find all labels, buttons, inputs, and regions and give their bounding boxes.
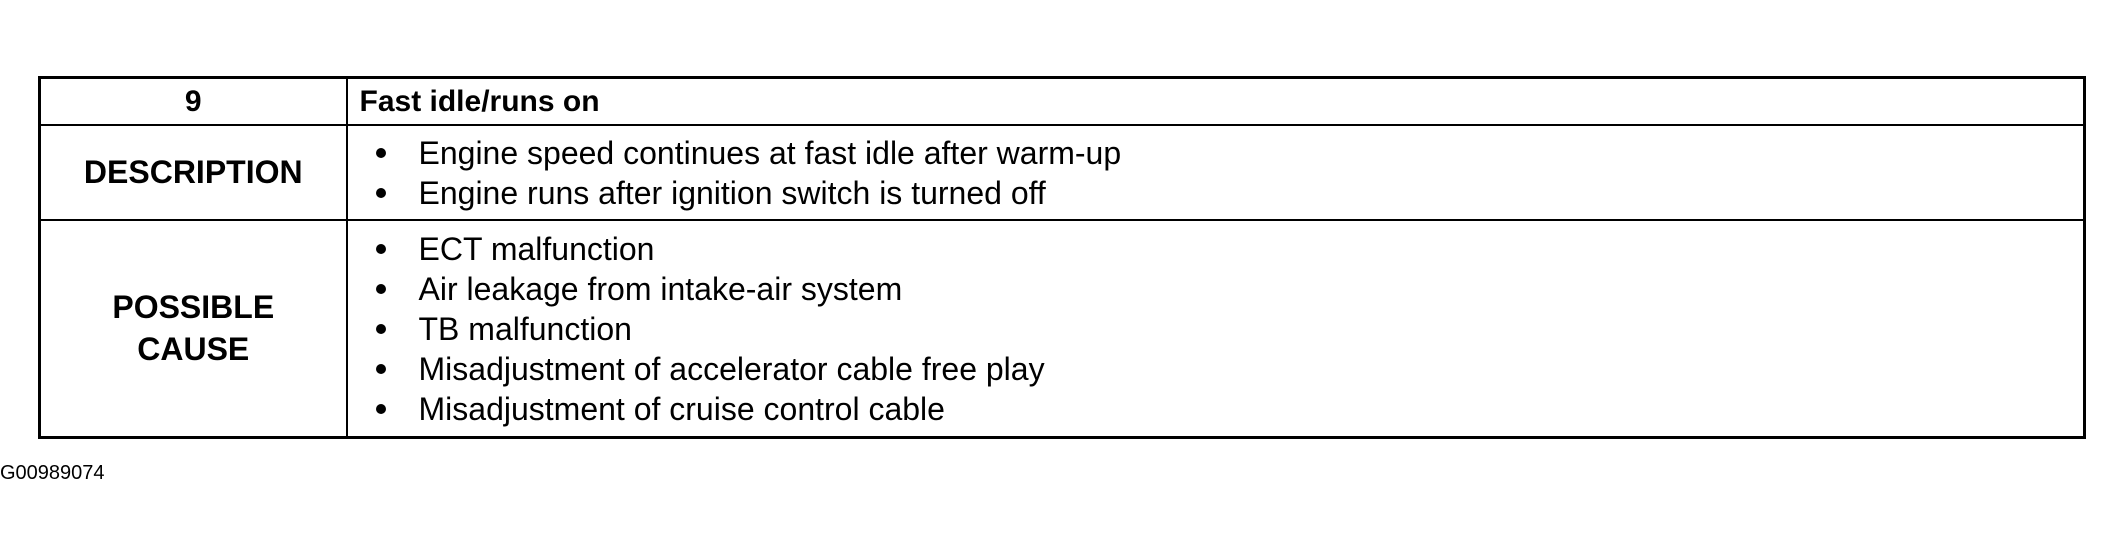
list-item-text: TB malfunction (418, 310, 632, 347)
list-item: TB malfunction (368, 309, 2084, 349)
possible-cause-row: POSSIBLE CAUSE ECT malfunction Air leaka… (38, 219, 2086, 439)
troubleshooting-table: 9 Fast idle/runs on DESCRIPTION Engine s… (38, 76, 2086, 439)
bullet-icon (375, 363, 386, 374)
figure-id: G00989074 (0, 462, 105, 484)
list-item: Engine runs after ignition switch is tur… (368, 173, 2084, 213)
list-item: Misadjustment of accelerator cable free … (368, 349, 2084, 389)
table-header-row: 9 Fast idle/runs on (38, 76, 2086, 126)
possible-cause-list: ECT malfunction Air leakage from intake-… (348, 229, 2084, 429)
list-item-text: ECT malfunction (418, 230, 655, 267)
description-row: DESCRIPTION Engine speed continues at fa… (38, 124, 2086, 221)
symptom-title: Fast idle/runs on (345, 76, 2086, 126)
possible-cause-cell: ECT malfunction Air leakage from intake-… (345, 219, 2086, 439)
bullet-icon (375, 403, 386, 414)
description-label: DESCRIPTION (38, 124, 348, 221)
list-item: Air leakage from intake-air system (368, 269, 2084, 309)
list-item: ECT malfunction (368, 229, 2084, 269)
list-item: Engine speed continues at fast idle afte… (368, 133, 2084, 173)
list-item-text: Misadjustment of accelerator cable free … (418, 350, 1045, 387)
bullet-icon (375, 243, 386, 254)
list-item-text: Air leakage from intake-air system (418, 270, 903, 307)
list-item: Misadjustment of cruise control cable (368, 389, 2084, 429)
bullet-icon (375, 187, 386, 198)
list-item-text: Engine speed continues at fast idle afte… (418, 134, 1122, 171)
possible-cause-label: POSSIBLE CAUSE (38, 219, 348, 439)
possible-cause-label-line1: POSSIBLE (112, 288, 275, 325)
list-item-text: Misadjustment of cruise control cable (418, 390, 945, 427)
description-list: Engine speed continues at fast idle afte… (348, 133, 2084, 213)
description-cell: Engine speed continues at fast idle afte… (345, 124, 2086, 221)
bullet-icon (375, 147, 386, 158)
possible-cause-label-line2: CAUSE (137, 330, 250, 367)
list-item-text: Engine runs after ignition switch is tur… (418, 174, 1046, 211)
bullet-icon (375, 323, 386, 334)
symptom-number: 9 (38, 76, 348, 126)
bullet-icon (375, 283, 386, 294)
